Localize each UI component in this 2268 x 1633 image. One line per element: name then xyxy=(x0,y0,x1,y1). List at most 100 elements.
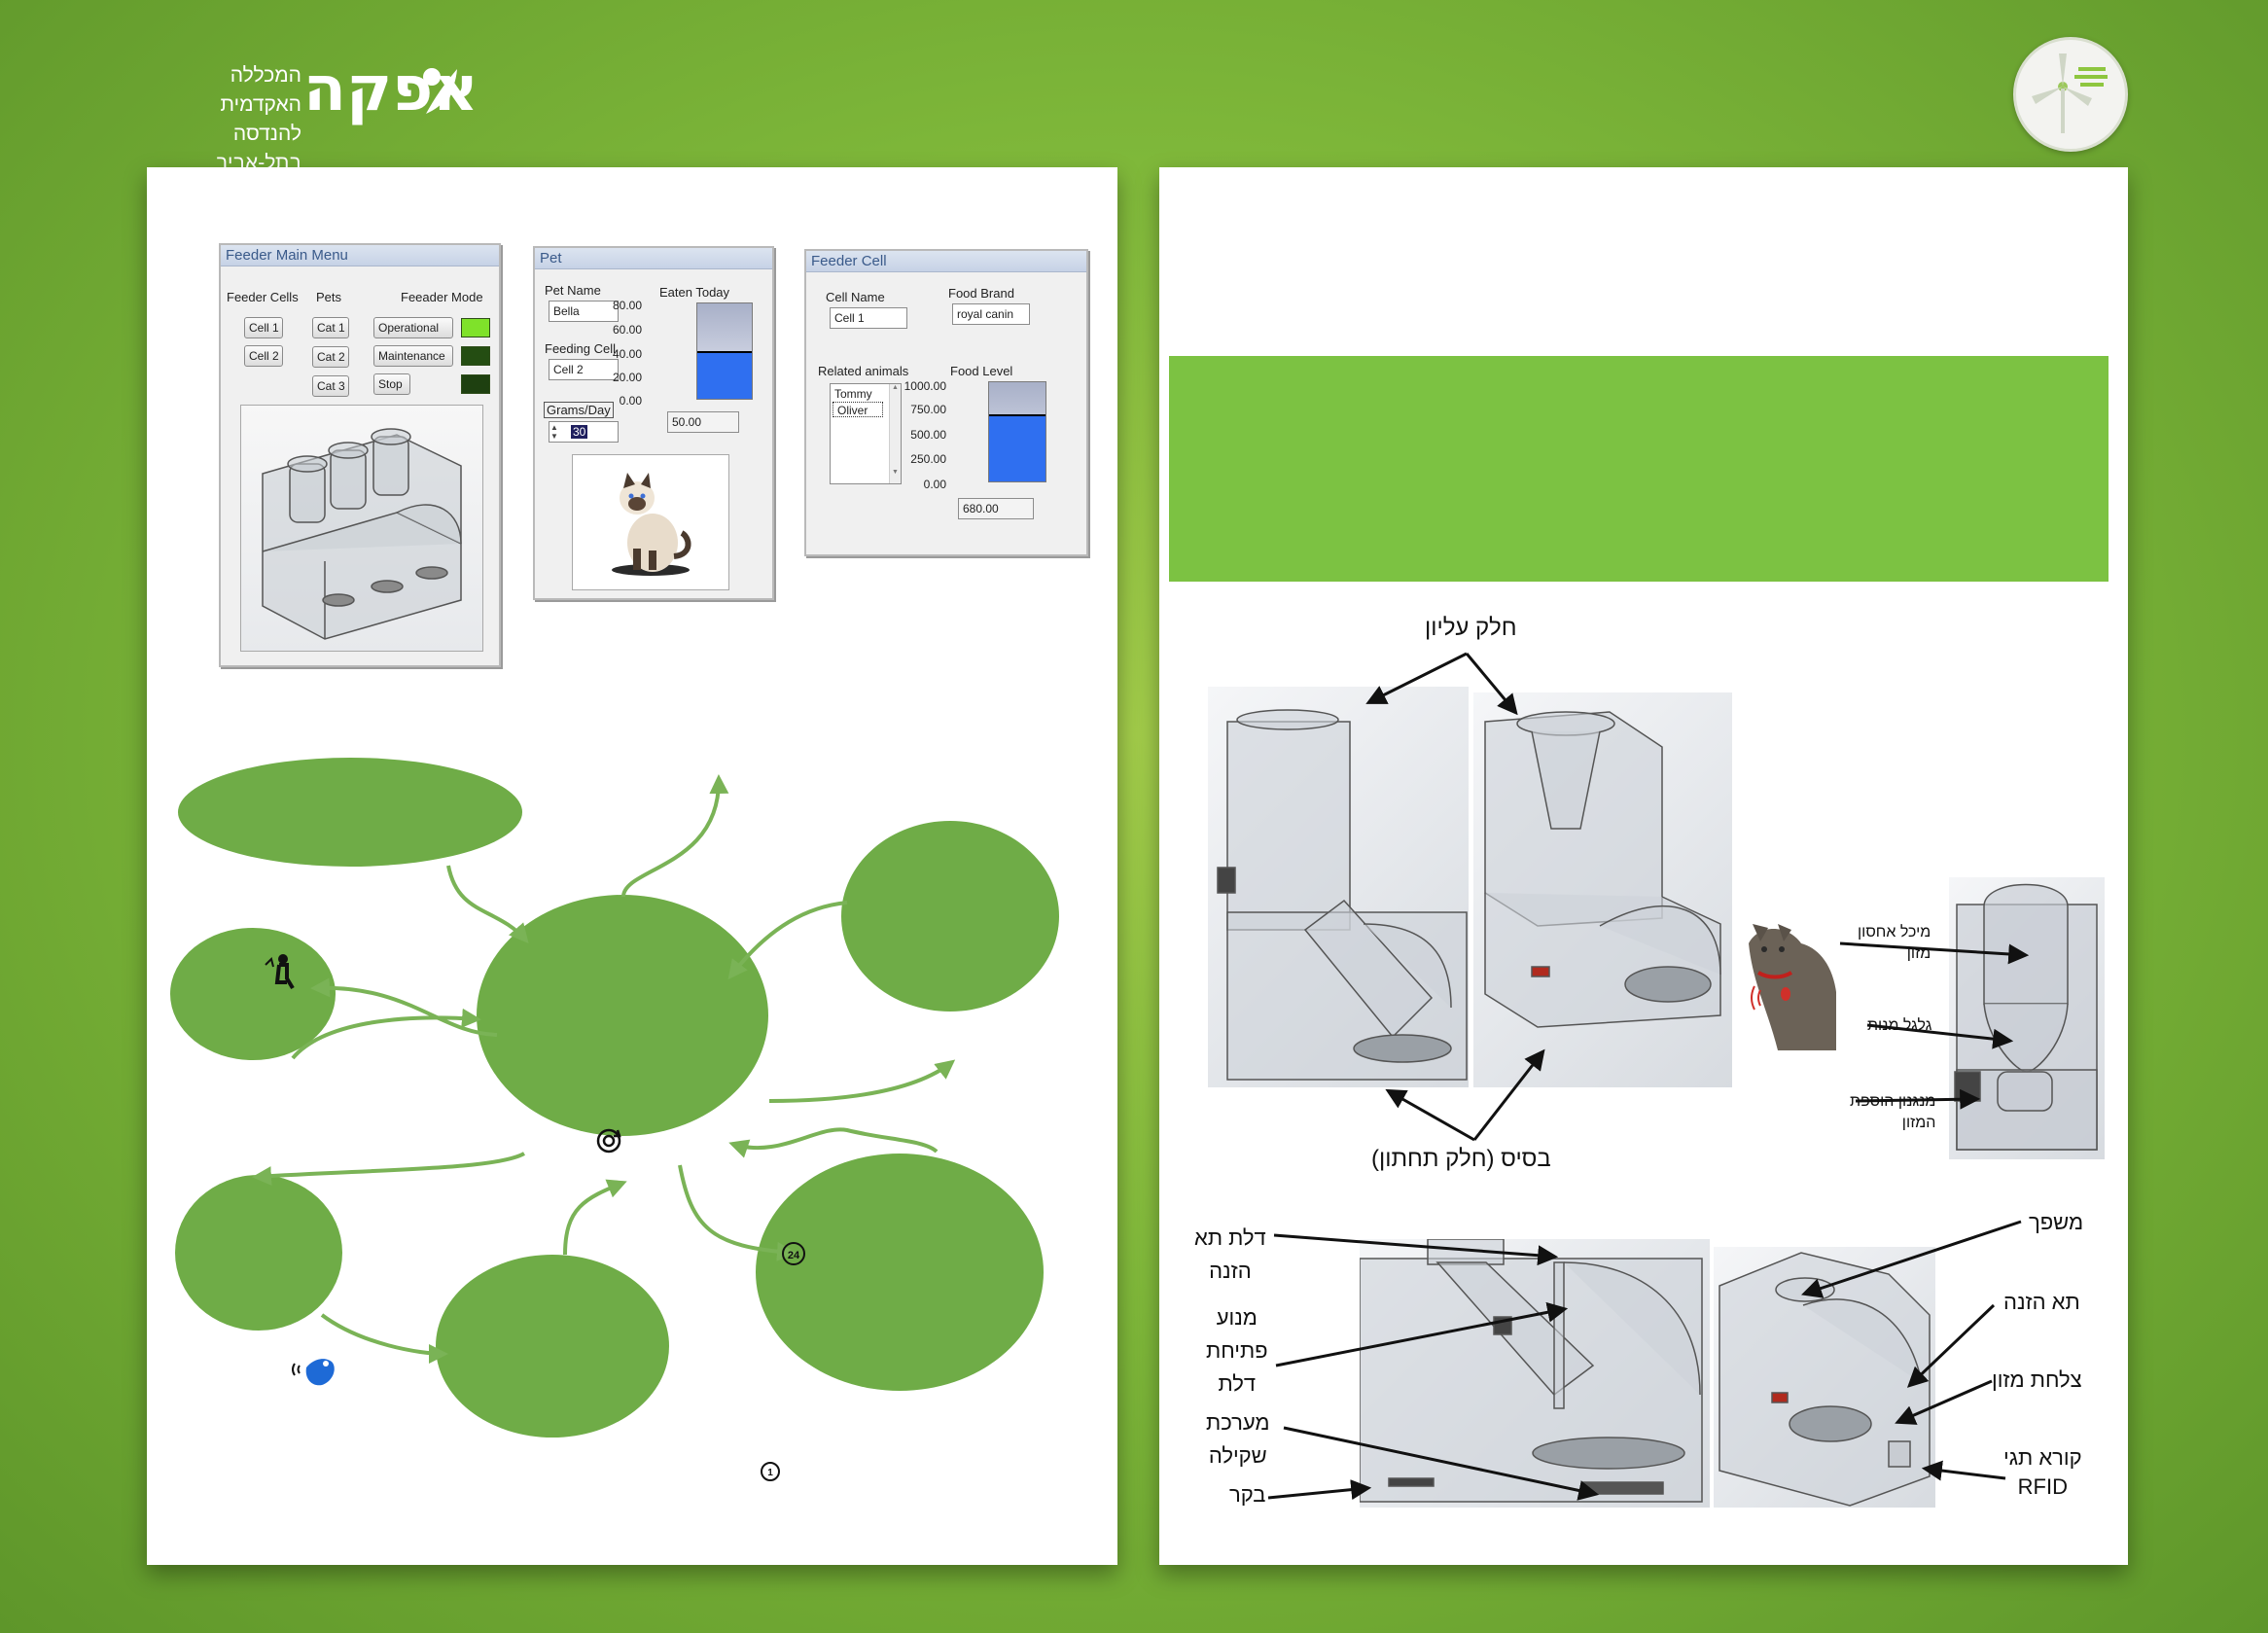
related-animals-label: Related animals xyxy=(818,364,909,378)
one-timer-icon: 1 xyxy=(761,1462,780,1481)
cat-rfid-icon xyxy=(1749,924,1836,1050)
pet-name-label: Pet Name xyxy=(545,283,601,298)
list-item[interactable]: Tommy xyxy=(834,387,872,401)
arrow-motor xyxy=(1275,1301,1569,1367)
arrow-door xyxy=(1273,1233,1559,1266)
grams-per-day-stepper[interactable]: 30 xyxy=(549,421,619,443)
feeding-cell-section-icon xyxy=(1359,1238,1703,1503)
pet-photo xyxy=(572,454,729,590)
arrow-upper-left xyxy=(1365,652,1468,704)
arrow-base-left xyxy=(1385,1088,1475,1142)
cell-1-button[interactable]: Cell 1 xyxy=(244,317,283,338)
door-motor-label: מנוע פתיחת דלת xyxy=(1206,1305,1268,1396)
feeder-iso-render xyxy=(1473,692,1732,1087)
logo-tagline: המכללה האקדמית להנדסה בתל-אביב xyxy=(146,61,301,178)
arrow-controller xyxy=(1267,1479,1372,1501)
base-part-label: בסיס (חלק תחתון) xyxy=(1371,1146,1551,1172)
food-level-tick: 250.00 xyxy=(910,452,946,466)
state-node-bottom xyxy=(436,1255,669,1438)
svg-text:24: 24 xyxy=(788,1250,800,1261)
eaten-tick: 40.00 xyxy=(612,347,642,361)
cell-2-button[interactable]: Cell 2 xyxy=(244,345,283,367)
eaten-today-gauge xyxy=(696,302,753,400)
feeding-door-label: דלת תא הזנה xyxy=(1194,1225,1266,1283)
grams-per-day-label: Grams/Day xyxy=(544,402,614,418)
food-brand-field[interactable]: royal canin xyxy=(952,303,1030,325)
cell-name-field[interactable]: Cell 1 xyxy=(830,307,907,329)
state-arrow xyxy=(727,901,848,980)
state-diagram: 24 1 xyxy=(170,758,1059,1481)
upper-part-label: חלק עליון xyxy=(1425,615,1517,641)
related-animals-list[interactable]: Tommy Oliver ▲▼ xyxy=(830,383,902,484)
siamese-cat-icon xyxy=(612,473,691,576)
eaten-tick: 60.00 xyxy=(612,323,642,337)
list-scrollbar[interactable]: ▲▼ xyxy=(889,384,901,483)
state-node-top xyxy=(178,758,522,867)
state-arrow xyxy=(728,1127,939,1158)
food-level-tick: 0.00 xyxy=(923,478,946,491)
wind-turbine-icon xyxy=(2032,53,2108,133)
feeder-3d-model-image xyxy=(240,405,483,652)
controller-label: בקר xyxy=(1229,1482,1266,1507)
feeder-side-drawing-icon xyxy=(1217,709,1468,1081)
pets-header: Pets xyxy=(316,290,342,304)
arrow-cell xyxy=(1906,1303,1996,1388)
funnel-label: משפך xyxy=(2029,1210,2084,1234)
maintenance-person-icon xyxy=(265,954,295,990)
food-brand-label: Food Brand xyxy=(948,286,1014,301)
eaten-gauge-fill xyxy=(697,351,752,399)
state-node-right xyxy=(841,821,1059,1012)
arrow-bowl xyxy=(1895,1379,1993,1425)
eaten-tick: 80.00 xyxy=(612,299,642,312)
operational-mode-button[interactable]: Operational xyxy=(373,317,453,338)
state-arrow xyxy=(320,1313,448,1364)
feeding-cell-section-render xyxy=(1359,1238,1710,1508)
food-level-gauge-fill xyxy=(989,413,1045,481)
pet-name-field[interactable]: Bella xyxy=(549,301,619,322)
cat-1-button[interactable]: Cat 1 xyxy=(312,317,349,338)
weighing-system-label: מערכת שקילה xyxy=(1206,1410,1270,1468)
eaten-tick: 0.00 xyxy=(619,394,642,408)
college-logo: המכללה האקדמית להנדסה בתל-אביב אפקה xyxy=(146,53,478,174)
stop-mode-button[interactable]: Stop xyxy=(373,373,410,395)
stepper-arrows-icon[interactable]: ▲▼ xyxy=(550,423,558,441)
feeder-cells-header: Feeder Cells xyxy=(227,290,299,304)
cell-name-label: Cell Name xyxy=(826,290,885,304)
feeder-mode-header: Feeader Mode xyxy=(401,290,483,304)
state-arrow xyxy=(446,865,529,944)
list-item[interactable]: Oliver xyxy=(833,402,883,417)
state-node-left xyxy=(170,928,336,1060)
grams-per-day-value: 30 xyxy=(571,425,588,439)
food-level-tick: 500.00 xyxy=(910,428,946,442)
eaten-today-label: Eaten Today xyxy=(659,285,730,300)
state-arrow xyxy=(621,774,729,898)
refresh-cycle-icon xyxy=(596,1128,621,1154)
feeding-cell-field[interactable]: Cell 2 xyxy=(549,359,619,380)
window-title: Feeder Cell xyxy=(806,251,1086,272)
feeding-cell-label: Feeding Cell xyxy=(545,341,616,356)
logo-line1: המכללה האקדמית xyxy=(220,64,301,116)
rfid-reader-label: קורא תגי RFID xyxy=(2003,1445,2082,1499)
feeder-side-render xyxy=(1208,687,1469,1087)
cat-2-button[interactable]: Cat 2 xyxy=(312,346,349,368)
feeder-cell-window: Feeder Cell Cell Name Cell 1 Food Brand … xyxy=(804,249,1088,556)
arrow-rfid xyxy=(1921,1460,2006,1481)
state-arrow xyxy=(563,1179,627,1256)
left-page: Feeder Main Menu Feeder Cells Pets Feead… xyxy=(147,167,1117,1565)
cat-with-tag-photo xyxy=(1739,914,1840,1050)
food-level-label: Food Level xyxy=(950,364,1013,378)
arrow-storage xyxy=(1839,941,2030,965)
eaten-tick: 20.00 xyxy=(612,371,642,384)
logo-leaf-icon xyxy=(423,68,457,114)
maintenance-mode-button[interactable]: Maintenance xyxy=(373,345,453,367)
state-node-bottom-left xyxy=(175,1175,342,1331)
svg-text:1: 1 xyxy=(767,1468,773,1478)
state-arrow xyxy=(310,977,498,1037)
arrow-scale xyxy=(1283,1426,1600,1501)
wind-turbine-badge xyxy=(2013,37,2128,152)
pet-window: Pet Pet Name Bella Feeding Cell Cell 2 G… xyxy=(533,246,774,600)
arrow-mechanism xyxy=(1855,1088,1981,1110)
state-arrow xyxy=(291,1008,481,1060)
feeder-main-menu-window: Feeder Main Menu Feeder Cells Pets Feead… xyxy=(219,243,501,667)
cat-3-button[interactable]: Cat 3 xyxy=(312,375,349,397)
